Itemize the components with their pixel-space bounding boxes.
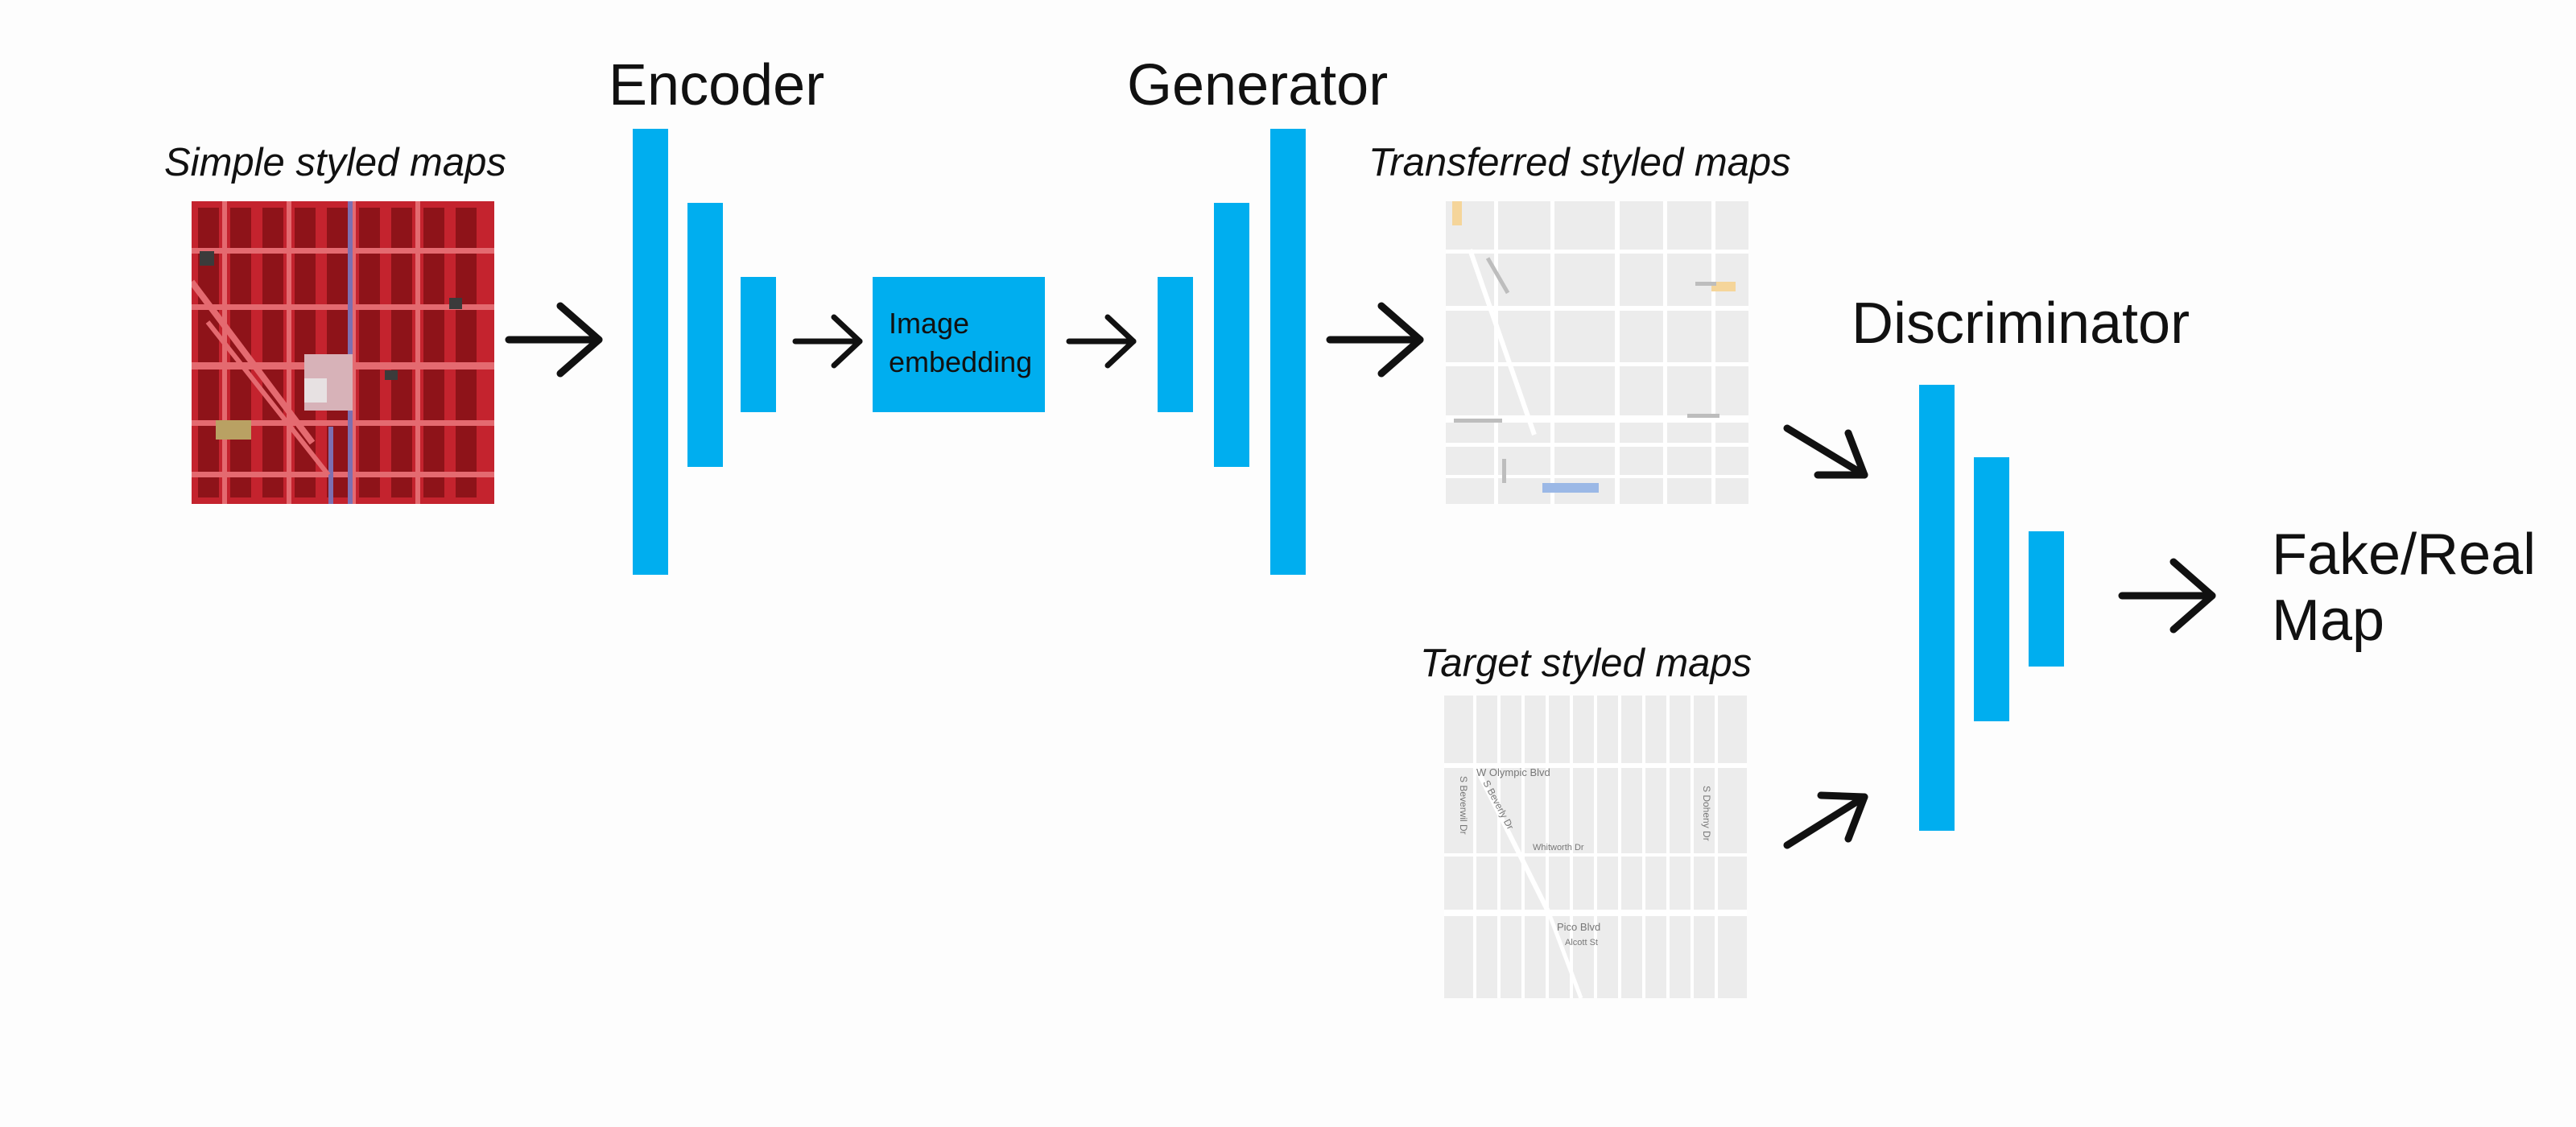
embedding-label-line2: embedding xyxy=(889,345,1033,378)
arrow-discriminator-to-output xyxy=(2118,558,2216,634)
encoder-layer-1 xyxy=(633,129,668,575)
encoder-title: Encoder xyxy=(609,53,825,118)
generator-layer-3 xyxy=(1270,129,1306,575)
arrow-embedding-to-generator xyxy=(1066,314,1137,369)
discriminator-layer-3 xyxy=(2029,531,2064,667)
arrow-encoder-to-embedding xyxy=(792,314,863,369)
doheny-dr-label: S Doheny Dr xyxy=(1701,786,1712,841)
arrow-generator-to-transferred xyxy=(1326,302,1424,378)
generator-title: Generator xyxy=(1127,53,1389,118)
arrow-transferred-to-discriminator xyxy=(1783,424,1868,479)
encoder-layer-2 xyxy=(687,203,723,467)
output-label-line2: Map xyxy=(2272,588,2385,653)
alcott-st-label: Alcott St xyxy=(1565,938,1598,947)
discriminator-title: Discriminator xyxy=(1852,291,2190,356)
olympic-blvd-label: W Olympic Blvd xyxy=(1476,766,1550,778)
discriminator-layer-2 xyxy=(1974,457,2009,721)
generator-layer-2 xyxy=(1214,203,1249,467)
simple-maps-caption: Simple styled maps xyxy=(164,141,506,184)
transferred-maps-caption: Transferred styled maps xyxy=(1368,141,1791,184)
target-styled-map: W Olympic Blvd Pico Blvd Whitworth Dr Al… xyxy=(1444,696,1747,998)
generator-layer-1 xyxy=(1158,277,1193,412)
encoder-layer-3 xyxy=(741,277,776,412)
fake-real-output-label: Fake/Real Map xyxy=(2272,522,2536,654)
embedding-label-line1: Image xyxy=(889,307,970,340)
output-label-line1: Fake/Real xyxy=(2272,522,2537,587)
simple-styled-map xyxy=(192,201,494,504)
arrow-target-to-discriminator xyxy=(1783,791,1868,849)
arrow-map-to-encoder xyxy=(505,302,603,378)
image-embedding-box: Image embedding xyxy=(873,277,1045,412)
whitworth-dr-label: Whitworth Dr xyxy=(1533,843,1584,852)
beverwil-dr-label: S Beverwil Dr xyxy=(1458,776,1469,835)
pico-blvd-label: Pico Blvd xyxy=(1557,921,1600,933)
target-maps-caption: Target styled maps xyxy=(1420,642,1752,685)
discriminator-layer-1 xyxy=(1919,385,1955,831)
transferred-styled-map xyxy=(1446,201,1748,504)
